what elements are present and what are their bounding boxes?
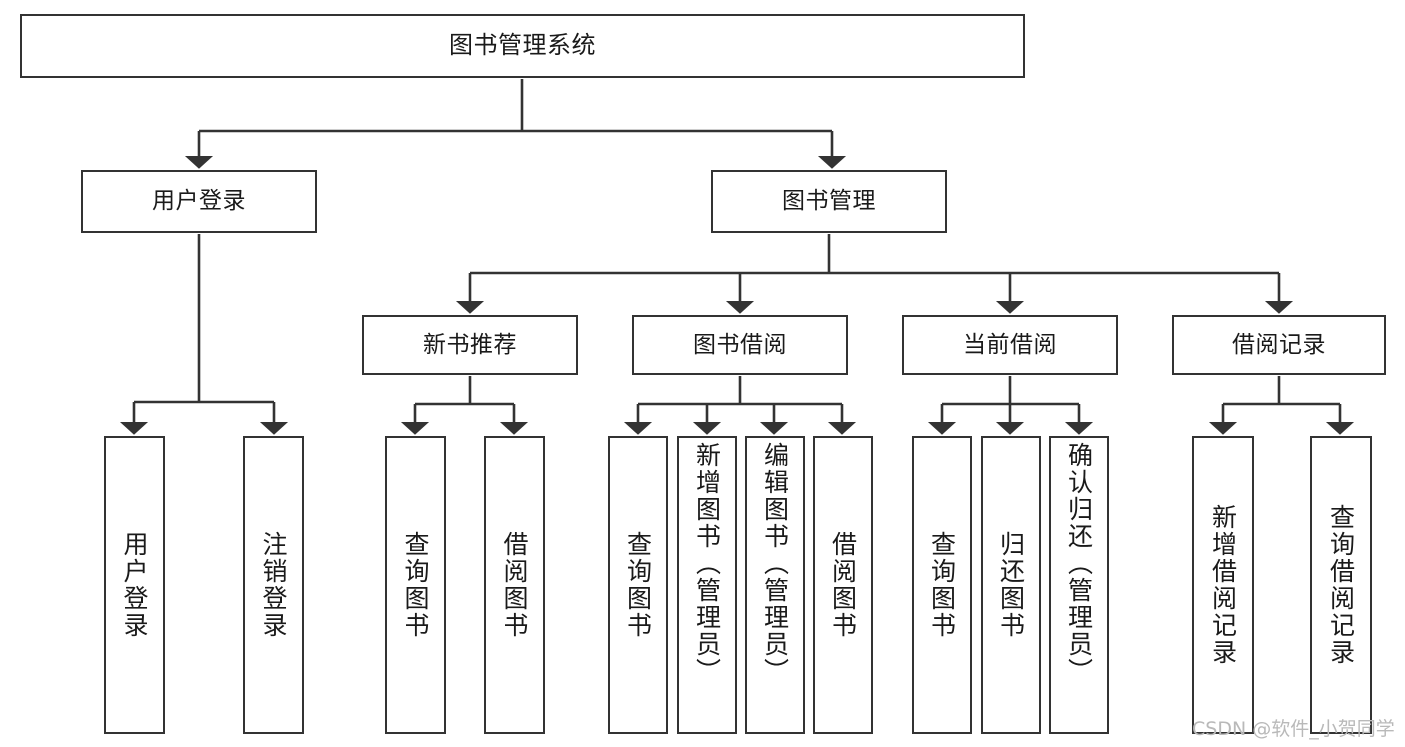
node-current-borrow[interactable]: 当前借阅 [902, 315, 1118, 375]
leaf-user-login[interactable]: 用户登录 [104, 436, 165, 734]
node-borrow-record[interactable]: 借阅记录 [1172, 315, 1386, 375]
leaf-confirm-return-admin[interactable]: 确认归还（管理员） [1049, 436, 1109, 734]
leaf-add-borrow-record[interactable]: 新增借阅记录 [1192, 436, 1254, 734]
node-label: 用户登录 [152, 188, 246, 215]
leaf-add-book-admin[interactable]: 新增图书（管理员） [677, 436, 737, 734]
node-label: 当前借阅 [963, 331, 1057, 358]
node-book-manage[interactable]: 图书管理 [711, 170, 947, 233]
node-label: 查询图书 [927, 531, 957, 639]
node-new-book-recommend[interactable]: 新书推荐 [362, 315, 578, 375]
node-label: 借阅记录 [1232, 331, 1326, 358]
leaf-query-book-rec[interactable]: 查询图书 [385, 436, 446, 734]
node-label: 新增图书（管理员） [692, 442, 722, 685]
node-label: 编辑图书（管理员） [760, 442, 790, 685]
node-label: 确认归还（管理员） [1064, 442, 1094, 685]
node-label: 图书借阅 [693, 331, 787, 358]
node-label: 查询图书 [401, 531, 430, 639]
node-label: 归还图书 [996, 531, 1026, 639]
node-book-borrow[interactable]: 图书借阅 [632, 315, 848, 375]
leaf-query-book-borrow[interactable]: 查询图书 [608, 436, 668, 734]
node-root-system[interactable]: 图书管理系统 [20, 14, 1025, 78]
leaf-query-borrow-record[interactable]: 查询借阅记录 [1310, 436, 1372, 734]
node-label: 查询借阅记录 [1326, 504, 1356, 666]
node-label: 查询图书 [623, 531, 653, 639]
node-label: 借阅图书 [500, 531, 529, 639]
leaf-logout-login[interactable]: 注销登录 [243, 436, 304, 734]
leaf-query-book-current[interactable]: 查询图书 [912, 436, 972, 734]
node-label: 用户登录 [120, 531, 149, 639]
leaf-return-book[interactable]: 归还图书 [981, 436, 1041, 734]
node-label: 新书推荐 [423, 331, 517, 358]
node-user-login[interactable]: 用户登录 [81, 170, 317, 233]
csdn-watermark: CSDN @软件_小贺同学 [1192, 718, 1395, 740]
node-label: 图书管理 [782, 188, 876, 215]
node-label: 新增借阅记录 [1208, 504, 1238, 666]
leaf-edit-book-admin[interactable]: 编辑图书（管理员） [745, 436, 805, 734]
node-label: 注销登录 [259, 531, 288, 639]
leaf-borrow-book[interactable]: 借阅图书 [813, 436, 873, 734]
leaf-borrow-book-rec[interactable]: 借阅图书 [484, 436, 545, 734]
node-label: 图书管理系统 [449, 31, 596, 60]
node-label: 借阅图书 [828, 531, 858, 639]
